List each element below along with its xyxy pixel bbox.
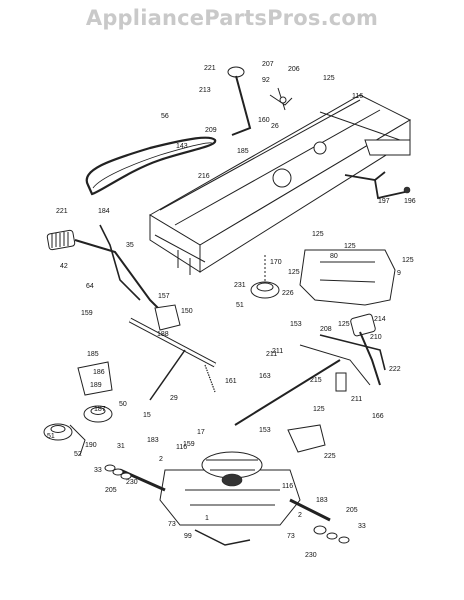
callout-183: 183 [316,497,328,504]
frame [149,94,412,275]
callout-17: 17 [197,429,205,436]
watermark: AppliancePartsPros.com [85,6,379,30]
callout-163: 163 [259,373,271,380]
callout-225: 225 [324,453,336,460]
callout-73: 73 [287,533,295,540]
pulley-lower [43,405,113,456]
callout-159: 159 [183,441,195,448]
callout-208: 208 [320,326,332,333]
callout-216: 216 [198,173,210,180]
callout-184: 184 [98,208,110,215]
callout-125: 125 [344,243,356,250]
bracket-assembly [299,249,396,306]
callout-213: 213 [199,87,211,94]
callout-150: 150 [181,308,193,315]
callout-186: 186 [93,369,105,376]
callout-35: 35 [126,242,134,249]
callout-196: 196 [404,198,416,205]
clutch-lever [227,66,293,136]
callout-197: 197 [378,198,390,205]
callout-42: 42 [60,263,68,270]
callout-187: 187 [94,406,106,413]
callout-188: 188 [157,331,169,338]
callout-116: 116 [282,483,293,490]
callout-125: 125 [323,75,335,82]
callout-209: 209 [205,127,217,134]
callout-56: 56 [161,113,169,120]
drive-belt [85,136,217,196]
callout-153: 153 [290,321,302,328]
shift-handle [46,224,166,316]
callout-161: 161 [225,378,237,385]
callout-125: 125 [312,231,324,238]
callout-29: 29 [170,395,178,402]
callout-116: 116 [352,93,363,100]
callout-185: 185 [87,351,99,358]
callout-80: 80 [330,253,338,260]
callout-210: 210 [370,334,382,341]
callout-125: 125 [313,406,325,413]
callout-230: 230 [305,552,317,559]
callout-26: 26 [271,123,279,130]
callout-205: 205 [346,507,358,514]
callout-160: 160 [258,117,270,124]
callout-2: 2 [298,512,302,519]
washers [104,464,350,544]
callout-190: 190 [85,442,97,449]
callout-157: 157 [158,293,170,300]
callout-125: 125 [288,269,300,276]
callout-189: 189 [90,382,102,389]
callout-9: 9 [397,270,401,277]
callout-52: 52 [74,451,82,458]
callout-33: 33 [358,523,366,530]
callout-1: 1 [205,515,209,522]
callout-211: 211 [266,351,277,358]
callout-2: 2 [159,456,163,463]
long-rod [234,359,341,426]
callout-205: 205 [105,487,117,494]
callout-116: 116 [176,444,187,451]
callout-226: 226 [282,290,294,297]
callout-92: 92 [262,77,270,84]
callout-99: 99 [184,533,192,540]
callout-143: 143 [176,143,188,150]
callout-221: 221 [56,208,68,215]
callout-231: 231 [234,282,246,289]
callout-64: 64 [86,283,94,290]
callout-183: 183 [147,437,159,444]
callout-207: 207 [262,61,274,68]
callout-206: 206 [288,66,300,73]
callout-15: 15 [143,412,151,419]
callout-73: 73 [168,521,176,528]
callout-185: 185 [237,148,249,155]
callout-222: 222 [389,366,401,373]
transaxle [119,451,331,526]
callout-166: 166 [372,413,384,420]
callout-214: 214 [374,316,386,323]
callout-50: 50 [119,401,127,408]
callout-215: 215 [310,377,322,384]
callout-221: 221 [204,65,216,72]
callout-125: 125 [338,321,350,328]
callout-33: 33 [94,467,102,474]
callout-153: 153 [259,427,271,434]
callout-170: 170 [270,259,282,266]
pedal-assembly [299,313,386,392]
callout-211: 211 [351,396,362,403]
callout-211: 211 [272,348,283,355]
callout-230: 230 [126,479,138,486]
callout-51: 51 [236,302,244,309]
pulley-upper [250,255,280,299]
callout-125: 125 [402,257,414,264]
callout-31: 31 [117,443,125,450]
callout-159: 159 [81,310,93,317]
callout-51: 51 [47,433,55,440]
